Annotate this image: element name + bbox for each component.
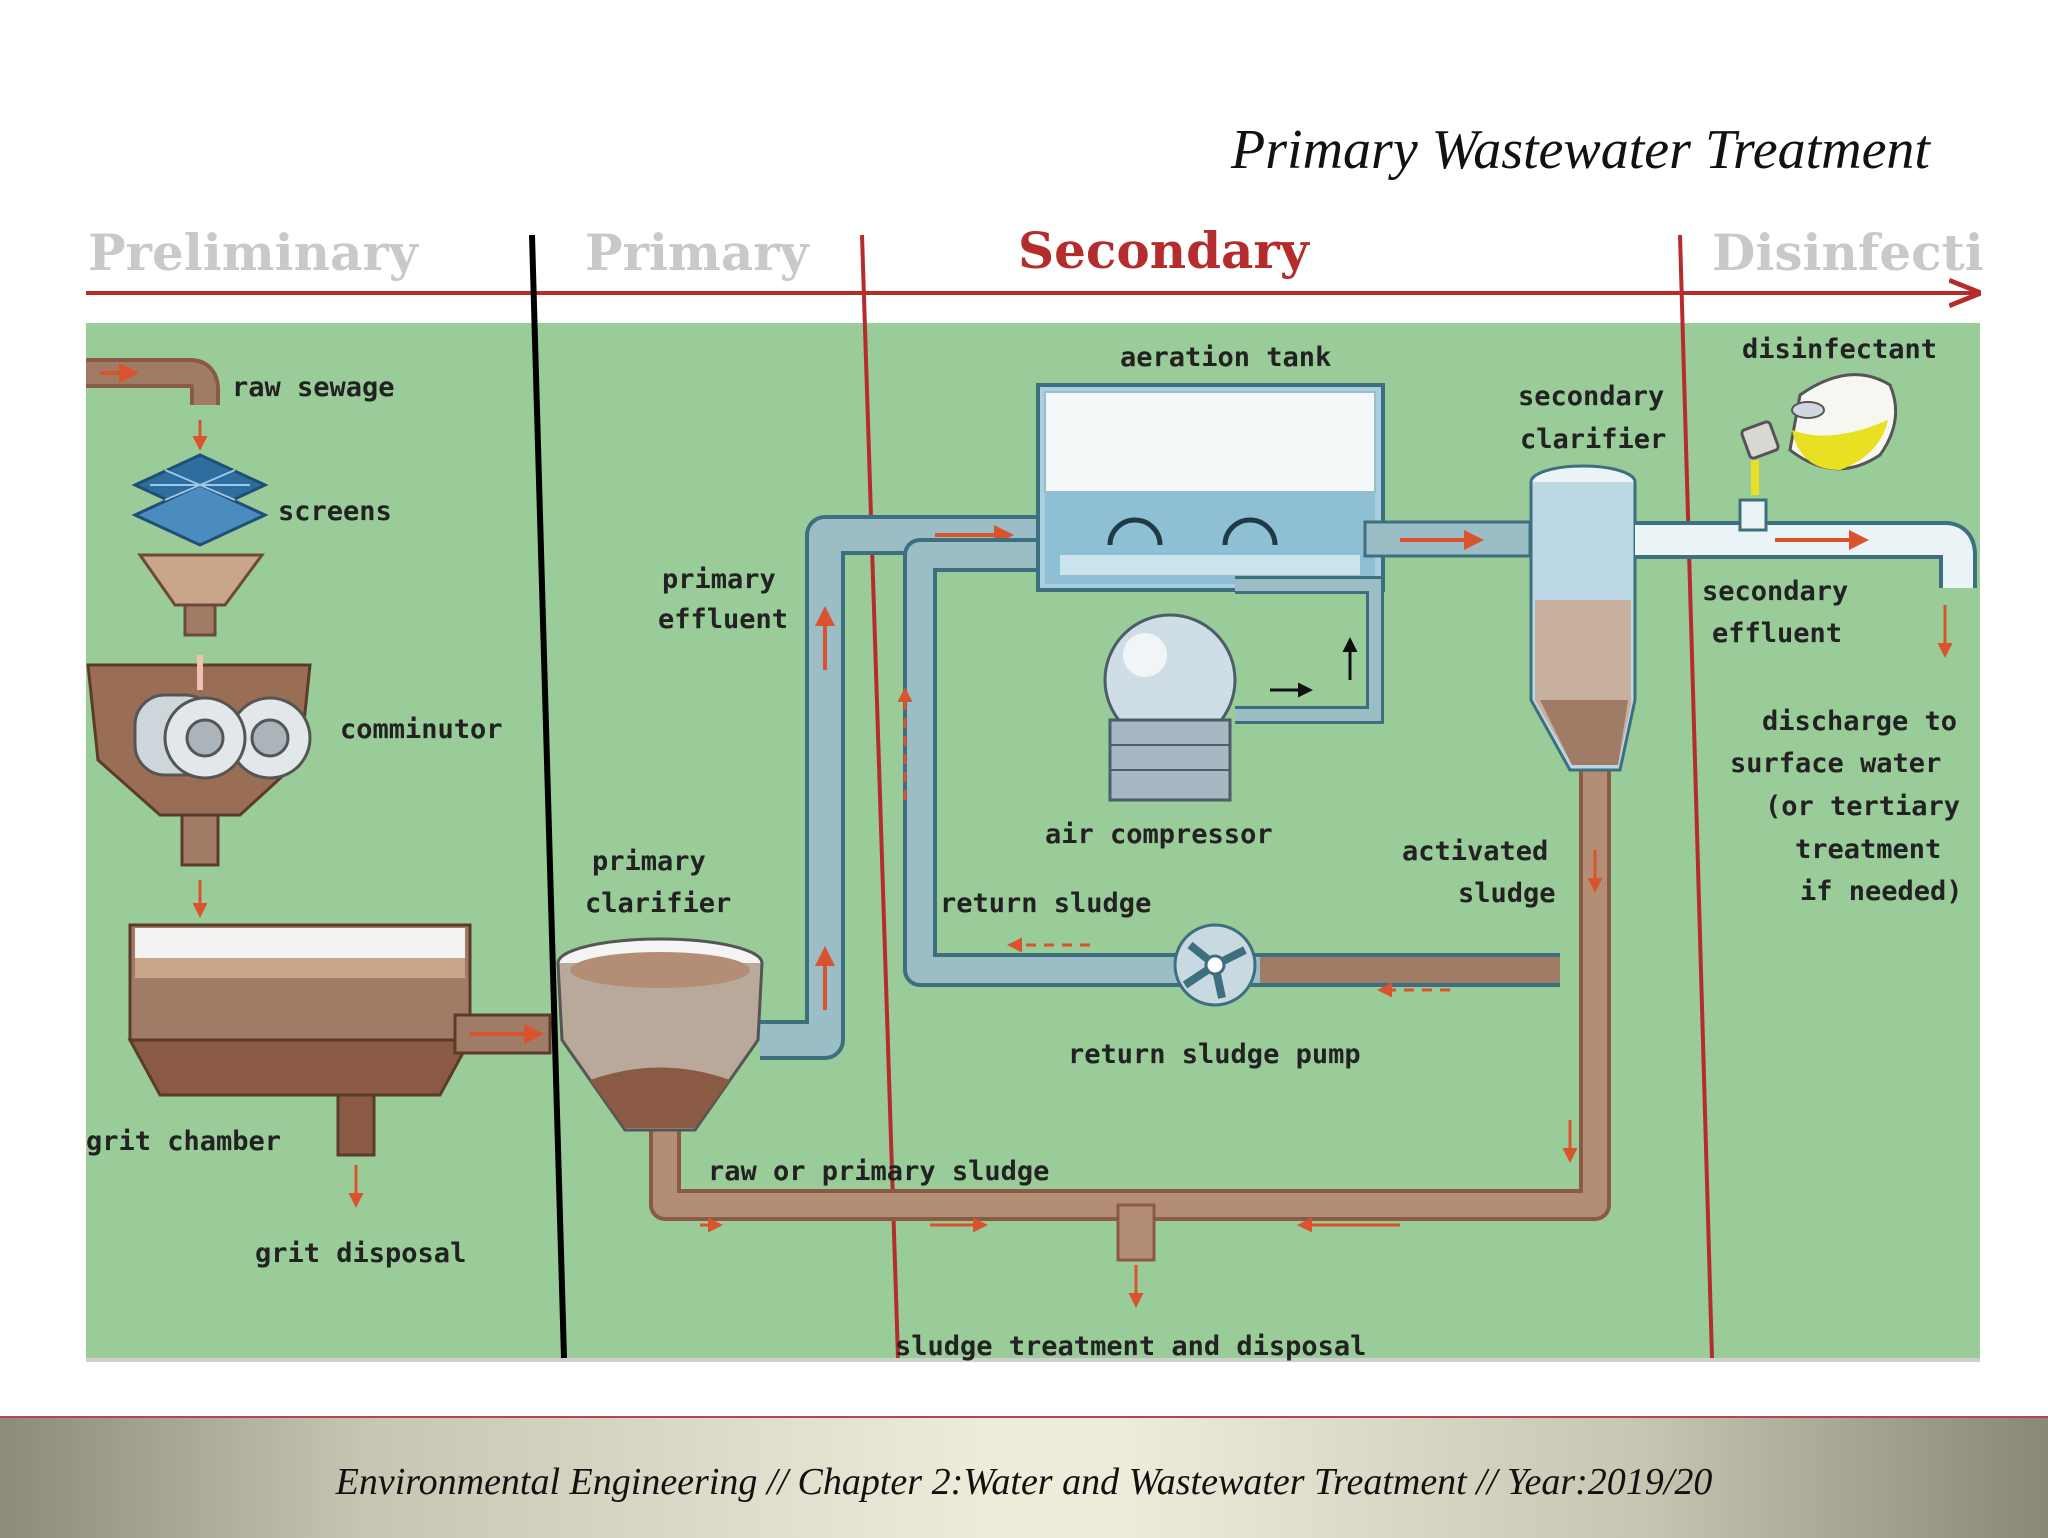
disinfection-outflow-pipe	[1635, 498, 1977, 658]
label-raw-sewage: raw sewage	[232, 372, 395, 403]
divider-preliminary-primary	[529, 234, 567, 1359]
label-primary-effluent-2: effluent	[658, 604, 788, 635]
label-discharge-1: discharge to	[1762, 706, 1957, 737]
label-activated-sludge-2: sludge	[1458, 878, 1556, 909]
raw-sewage-pipe	[86, 358, 220, 451]
primary-clarifier	[556, 937, 764, 1132]
label-grit-disposal: grit disposal	[255, 1238, 466, 1269]
grit-chamber	[127, 923, 552, 1208]
stage-primary: Primary	[585, 223, 811, 282]
label-return-sludge: return sludge	[940, 888, 1151, 919]
slide-title: Primary Wastewater Treatment	[1231, 119, 1930, 181]
footer-bar: Environmental Engineering // Chapter 2:W…	[0, 1416, 2048, 1538]
treatment-process-diagram: Preliminary Primary Secondary Disinfecti…	[86, 221, 1984, 1362]
label-secondary-clarifier-2: clarifier	[1520, 424, 1666, 455]
label-secondary-effluent-2: effluent	[1712, 618, 1842, 649]
label-aeration-tank: aeration tank	[1120, 342, 1331, 373]
label-grit-chamber: grit chamber	[86, 1126, 281, 1157]
label-primary-effluent-1: primary	[662, 564, 776, 595]
label-discharge-5: if needed)	[1800, 876, 1963, 907]
label-discharge-2: surface water	[1730, 748, 1941, 779]
label-air-compressor: air compressor	[1045, 819, 1273, 850]
label-sludge-treatment: sludge treatment and disposal	[895, 1331, 1366, 1362]
label-return-sludge-pump: return sludge pump	[1068, 1039, 1361, 1070]
stage-header: Preliminary Primary Secondary Disinfecti	[86, 221, 1984, 293]
label-raw-or-primary-sludge: raw or primary sludge	[708, 1156, 1049, 1187]
label-discharge-3: (or tertiary	[1765, 791, 1960, 822]
label-primary-clarifier-1: primary	[592, 846, 706, 877]
divider-secondary-disinfection	[1678, 234, 1714, 1359]
secondary-clarifier	[1529, 464, 1637, 772]
screens	[131, 453, 269, 637]
air-compressor	[1103, 576, 1384, 802]
label-disinfectant: disinfectant	[1742, 334, 1937, 365]
disinfectant-bottle	[1740, 373, 1898, 495]
activated-sludge-pipe	[649, 770, 1611, 1308]
aeration-outflow-pipe	[1363, 520, 1532, 558]
label-primary-clarifier-2: clarifier	[585, 888, 731, 919]
return-sludge-pipe	[897, 538, 1560, 998]
label-screens: screens	[278, 496, 392, 527]
label-secondary-clarifier-1: secondary	[1518, 381, 1664, 412]
primary-effluent-pipe	[760, 515, 1045, 1060]
label-comminutor: comminutor	[340, 714, 503, 745]
aeration-tank	[1036, 383, 1385, 592]
stage-secondary: Secondary	[1018, 221, 1311, 280]
comminutor	[86, 655, 312, 918]
label-secondary-effluent-1: secondary	[1702, 576, 1848, 607]
divider-primary-secondary	[860, 234, 900, 1359]
label-activated-sludge-1: activated	[1402, 836, 1548, 867]
return-sludge-pump	[1173, 923, 1257, 1007]
footer-text: Environmental Engineering // Chapter 2:W…	[335, 1461, 1713, 1503]
stage-disinfection: Disinfecti	[1712, 223, 1984, 282]
stage-preliminary: Preliminary	[88, 223, 420, 282]
label-discharge-4: treatment	[1795, 834, 1941, 865]
diagram-background	[86, 323, 1980, 1358]
